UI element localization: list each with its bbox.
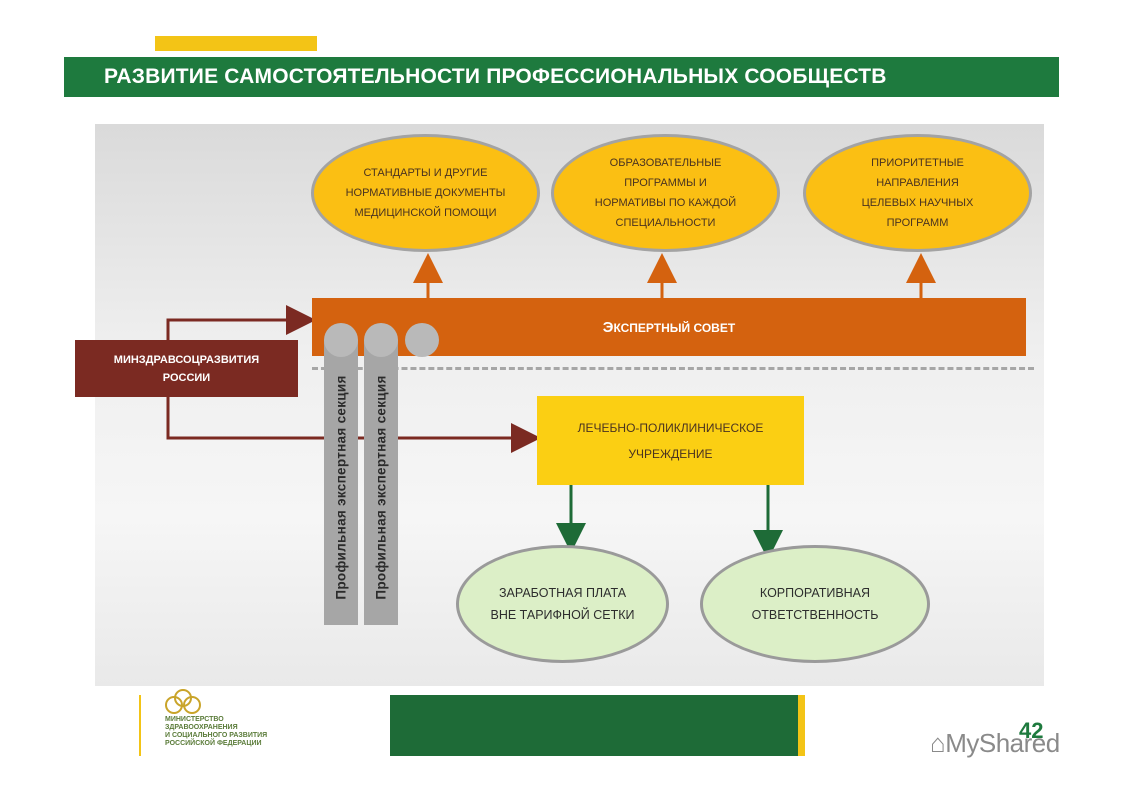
- clinic-label: ЛЕЧЕБНО-ПОЛИКЛИНИЧЕСКОЕ УЧРЕЖДЕНИЕ: [577, 420, 764, 461]
- watermark-icon: ⌂: [930, 728, 946, 758]
- title-accent-bar: [155, 36, 317, 51]
- page-title: РАЗВИТИЕ САМОСТОЯТЕЛЬНОСТИ ПРОФЕССИОНАЛЬ…: [104, 65, 887, 88]
- arrow-ministry-to-council: [166, 305, 316, 340]
- ministry-label: МИНЗДРАВСОЦРАЗВИТИЯ РОССИИ: [113, 353, 260, 384]
- footer-yellow-bar: [798, 695, 805, 756]
- expert-section-label-2: Профильная экспертная секция: [364, 352, 398, 622]
- expert-section-column-2: [364, 340, 398, 625]
- expert-council-label: ЭКСПЕРТНЫЙ СОВЕТ: [603, 319, 735, 336]
- ministry-box: МИНЗДРАВСОЦРАЗВИТИЯ РОССИИ: [75, 340, 298, 397]
- oval-standards: СТАНДАРТЫ И ДРУГИЕ НОРМАТИВНЫЕ ДОКУМЕНТЫ…: [311, 134, 540, 252]
- clinic-box: ЛЕЧЕБНО-ПОЛИКЛИНИЧЕСКОЕ УЧРЕЖДЕНИЕ: [537, 396, 804, 485]
- section-circle-2: [364, 323, 398, 357]
- ministry-logo-text: МИНИСТЕРСТВО ЗДРАВООХРАНЕНИЯ И СОЦИАЛЬНО…: [165, 716, 268, 747]
- expert-section-text-2: Профильная экспертная секция: [373, 374, 389, 600]
- oval-salary-text: ЗАРАБОТНАЯ ПЛАТА ВНЕ ТАРИФНОЙ СЕТКИ: [490, 586, 635, 622]
- oval-responsibility-text: КОРПОРАТИВНАЯ ОТВЕТСТВЕННОСТЬ: [751, 586, 879, 622]
- expert-council-initial: Э: [602, 318, 614, 336]
- ministry-logo-icon: [165, 689, 201, 714]
- expert-section-label-1: Профильная экспертная секция: [324, 352, 358, 622]
- oval-salary: ЗАРАБОТНАЯ ПЛАТА ВНЕ ТАРИФНОЙ СЕТКИ: [456, 545, 669, 663]
- expert-section-text-1: Профильная экспертная секция: [333, 374, 349, 600]
- arrow-ministry-to-clinic: [166, 397, 541, 453]
- watermark-text: MyShared: [945, 728, 1060, 758]
- oval-responsibility: КОРПОРАТИВНАЯ ОТВЕТСТВЕННОСТЬ: [700, 545, 930, 663]
- section-circle-1: [324, 323, 358, 357]
- oval-education: ОБРАЗОВАТЕЛЬНЫЕ ПРОГРАММЫ И НОРМАТИВЫ ПО…: [551, 134, 780, 252]
- expert-council-rest: КСПЕРТНЫЙ СОВЕТ: [613, 320, 736, 335]
- oval-standards-text: СТАНДАРТЫ И ДРУГИЕ НОРМАТИВНЫЕ ДОКУМЕНТЫ…: [345, 167, 506, 219]
- oval-education-text: ОБРАЗОВАТЕЛЬНЫЕ ПРОГРАММЫ И НОРМАТИВЫ ПО…: [594, 157, 737, 229]
- footer-divider: [139, 695, 141, 756]
- expert-section-column-1: [324, 340, 358, 625]
- oval-research: ПРИОРИТЕТНЫЕ НАПРАВЛЕНИЯ ЦЕЛЕВЫХ НАУЧНЫХ…: [803, 134, 1032, 252]
- oval-research-text: ПРИОРИТЕТНЫЕ НАПРАВЛЕНИЯ ЦЕЛЕВЫХ НАУЧНЫХ…: [861, 157, 974, 229]
- section-circle-3: [405, 323, 439, 357]
- page-number: 42: [1019, 718, 1044, 743]
- title-bar: [64, 57, 1059, 97]
- watermark: ⌂MyShared: [930, 728, 1060, 759]
- footer-green-bar: [390, 695, 798, 756]
- divider-dashed: [312, 367, 1034, 370]
